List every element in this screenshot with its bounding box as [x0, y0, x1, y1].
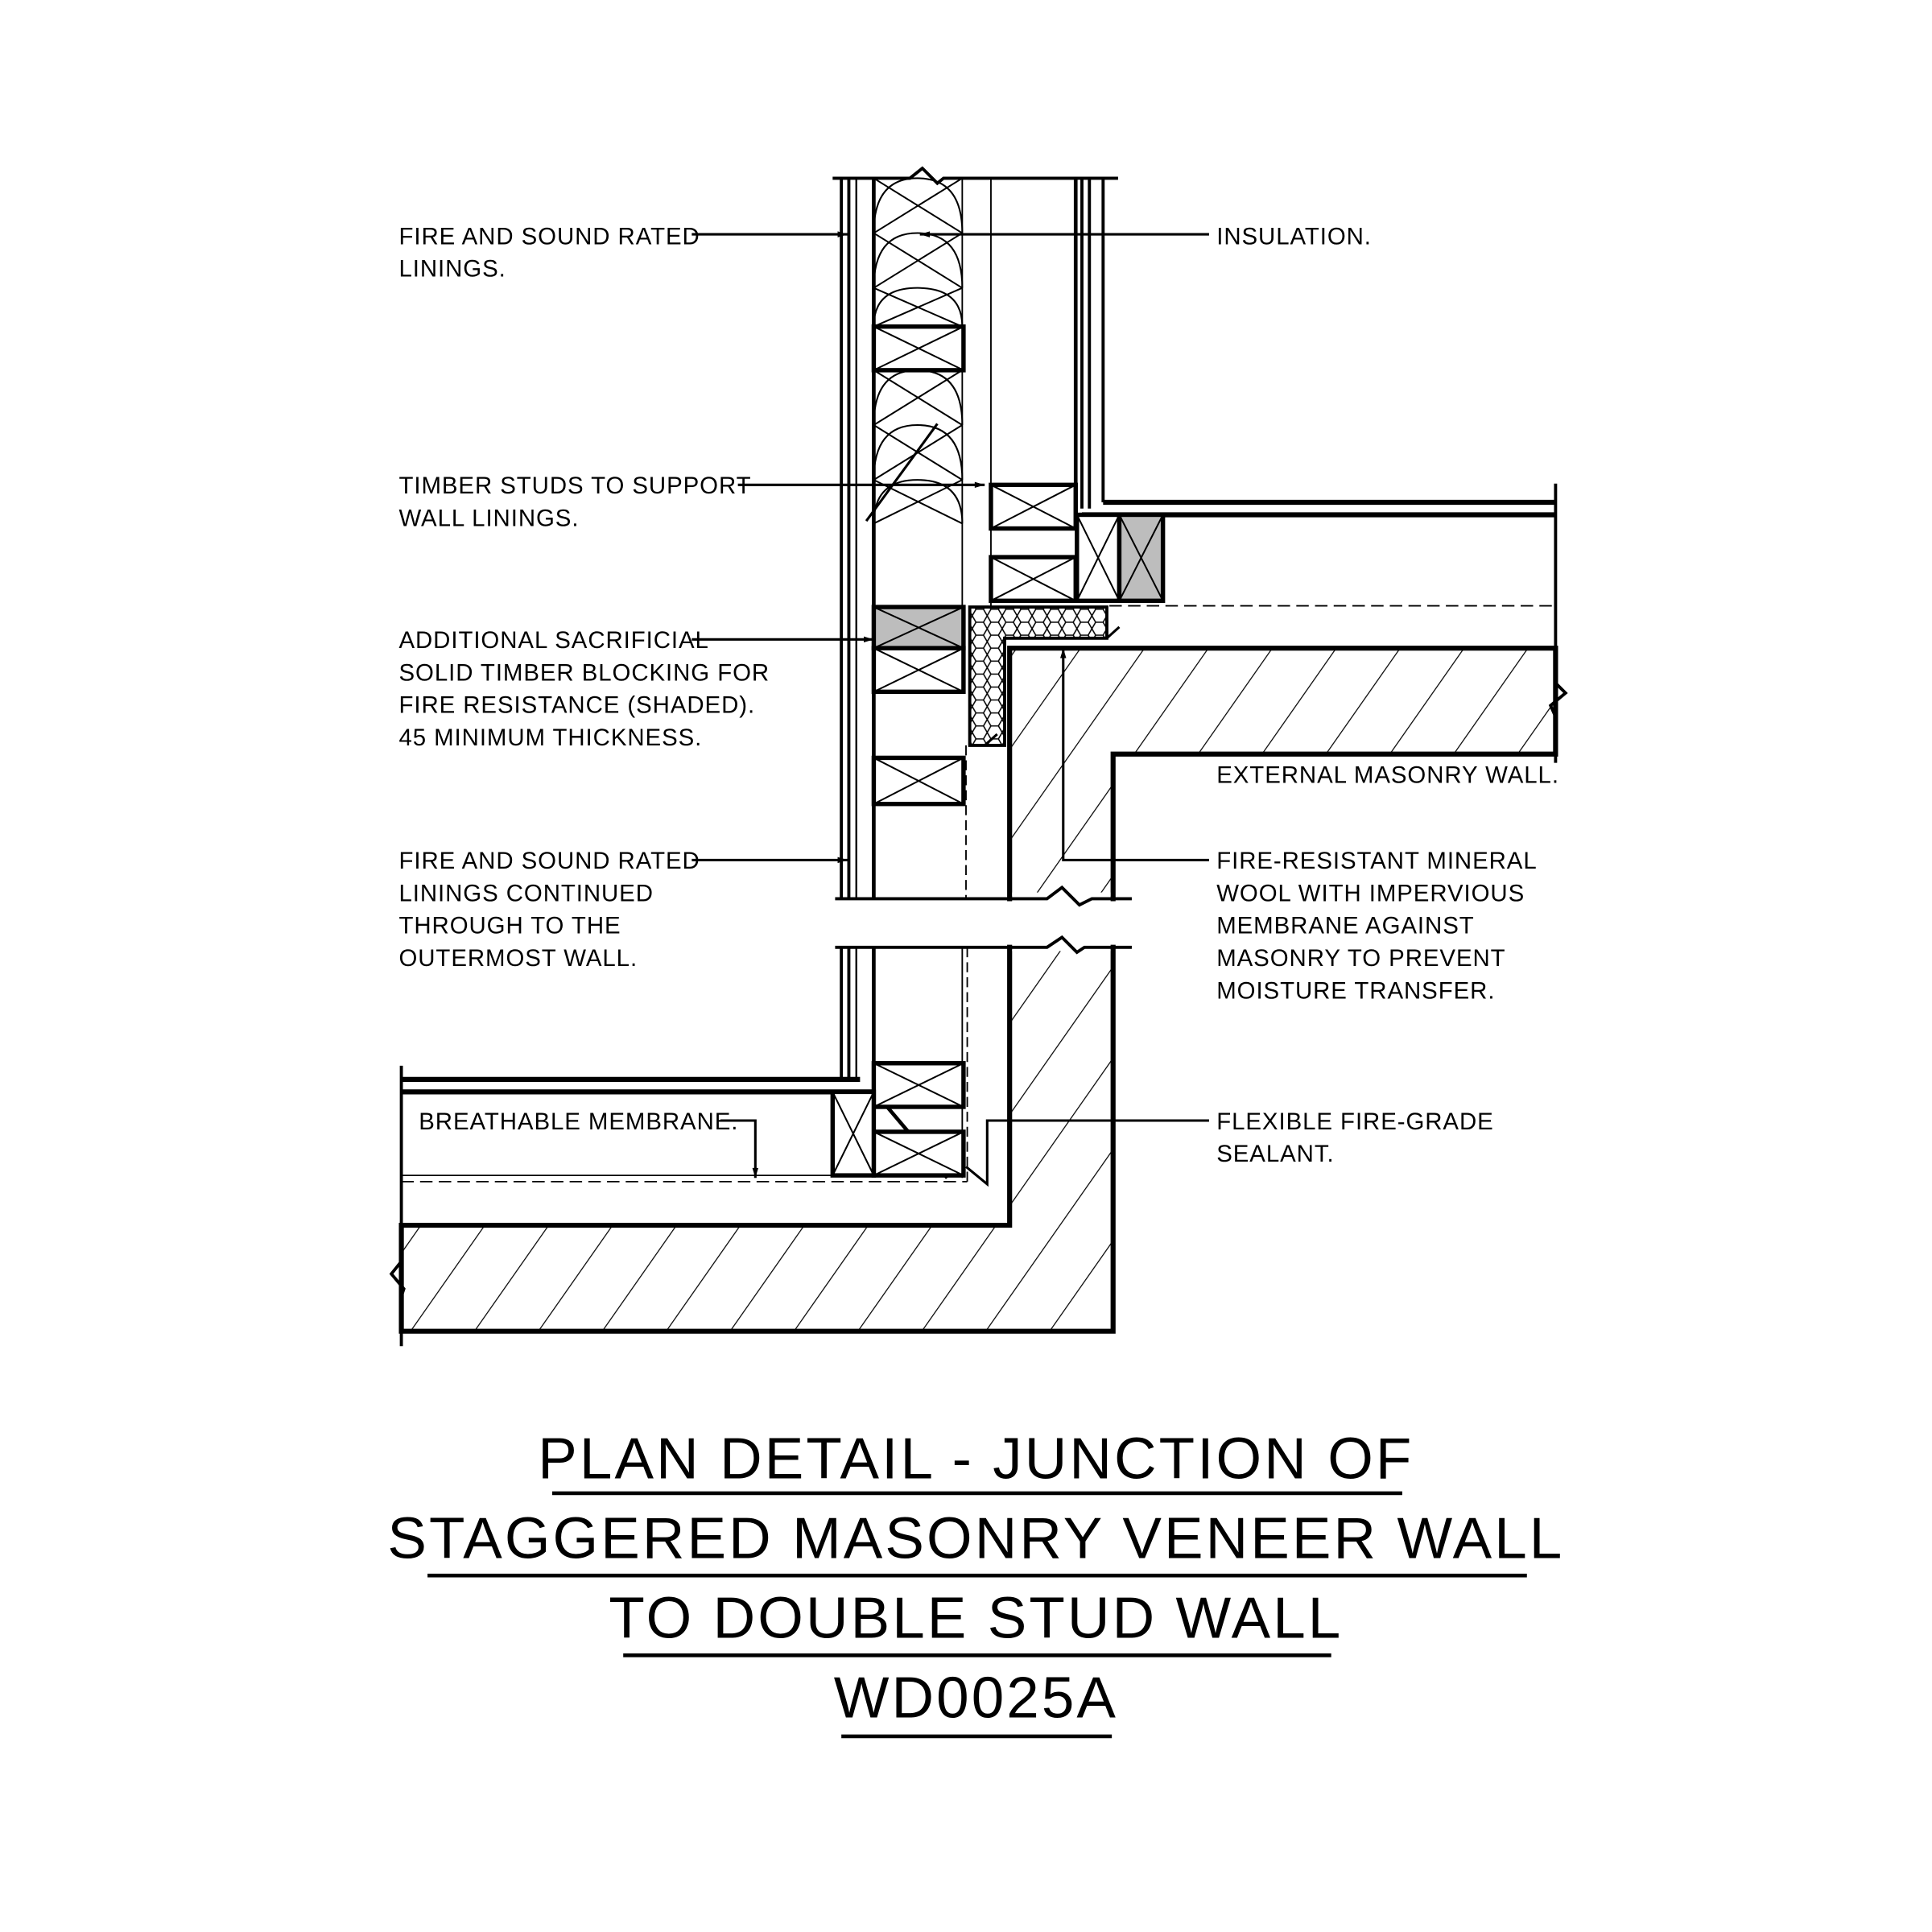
- label-timber-studs: TIMBER STUDS TO SUPPORT: [398, 473, 751, 499]
- label-mineral-wool: WOOL WITH IMPERVIOUS: [1216, 880, 1525, 906]
- label-linings: LININGS.: [398, 256, 506, 283]
- annotations: FIRE AND SOUND RATED LININGS. INSULATION. T…: [398, 223, 1558, 1167]
- label-timber-studs: WALL LININGS.: [398, 505, 579, 531]
- timber-stud: [871, 1129, 966, 1178]
- label-breathable: BREATHABLE MEMBRANE.: [419, 1108, 738, 1135]
- label-mineral-wool: MASONRY TO PREVENT: [1216, 945, 1505, 972]
- title-line-1: PLAN DETAIL - JUNCTION OF: [538, 1426, 1414, 1491]
- label-external-wall: EXTERNAL MASONRY WALL.: [1216, 762, 1559, 788]
- timber-stud: [871, 646, 966, 695]
- drawing-number: WD0025A: [834, 1666, 1118, 1731]
- label-mineral-wool: FIRE-RESISTANT MINERAL: [1216, 848, 1537, 874]
- timber-stud: [830, 1089, 877, 1178]
- title-line-3: TO DOUBLE STUD WALL: [609, 1586, 1343, 1651]
- timber-studs: [830, 324, 1166, 1178]
- timber-stud: [989, 482, 1078, 531]
- label-blocking: ADDITIONAL SACRIFICIAL: [398, 627, 708, 654]
- label-linings-continued: LININGS CONTINUED: [398, 880, 653, 906]
- label-linings: FIRE AND SOUND RATED: [398, 223, 700, 250]
- label-sealant: SEALANT.: [1216, 1141, 1334, 1167]
- break-lines: [389, 166, 1568, 1347]
- timber-stud: [989, 555, 1078, 604]
- label-blocking: FIRE RESISTANCE (SHADED).: [398, 692, 755, 719]
- label-linings-continued: THROUGH TO THE: [398, 913, 621, 939]
- label-linings-continued: OUTERMOST WALL.: [398, 945, 638, 972]
- fire-blocking-shaded: [871, 605, 966, 650]
- label-mineral-wool: MEMBRANE AGAINST: [1216, 913, 1474, 939]
- timber-stud: [1075, 512, 1122, 604]
- label-sealant: FLEXIBLE FIRE-GRADE: [1216, 1108, 1493, 1135]
- timber-stud: [871, 755, 966, 807]
- insulation-icon: [873, 369, 964, 525]
- label-mineral-wool: MOISTURE TRANSFER.: [1216, 977, 1495, 1004]
- title-line-2: STAGGERED MASONRY VENEER WALL: [387, 1505, 1564, 1571]
- leaders: [691, 231, 1209, 1187]
- timber-stud: [871, 324, 966, 373]
- label-blocking: 45 MINIMUM THICKNESS.: [398, 724, 702, 751]
- label-blocking: SOLID TIMBER BLOCKING FOR: [398, 659, 770, 686]
- timber-stud: [871, 1061, 966, 1109]
- label-insulation: INSULATION.: [1216, 223, 1372, 250]
- fire-blocking-shaded: [1117, 512, 1166, 604]
- mineral-wool: [968, 605, 1108, 747]
- drawing-title: PLAN DETAIL - JUNCTION OF STAGGERED MASO…: [387, 1426, 1564, 1739]
- label-linings-continued: FIRE AND SOUND RATED: [398, 848, 700, 874]
- insulation-icon: [873, 177, 964, 328]
